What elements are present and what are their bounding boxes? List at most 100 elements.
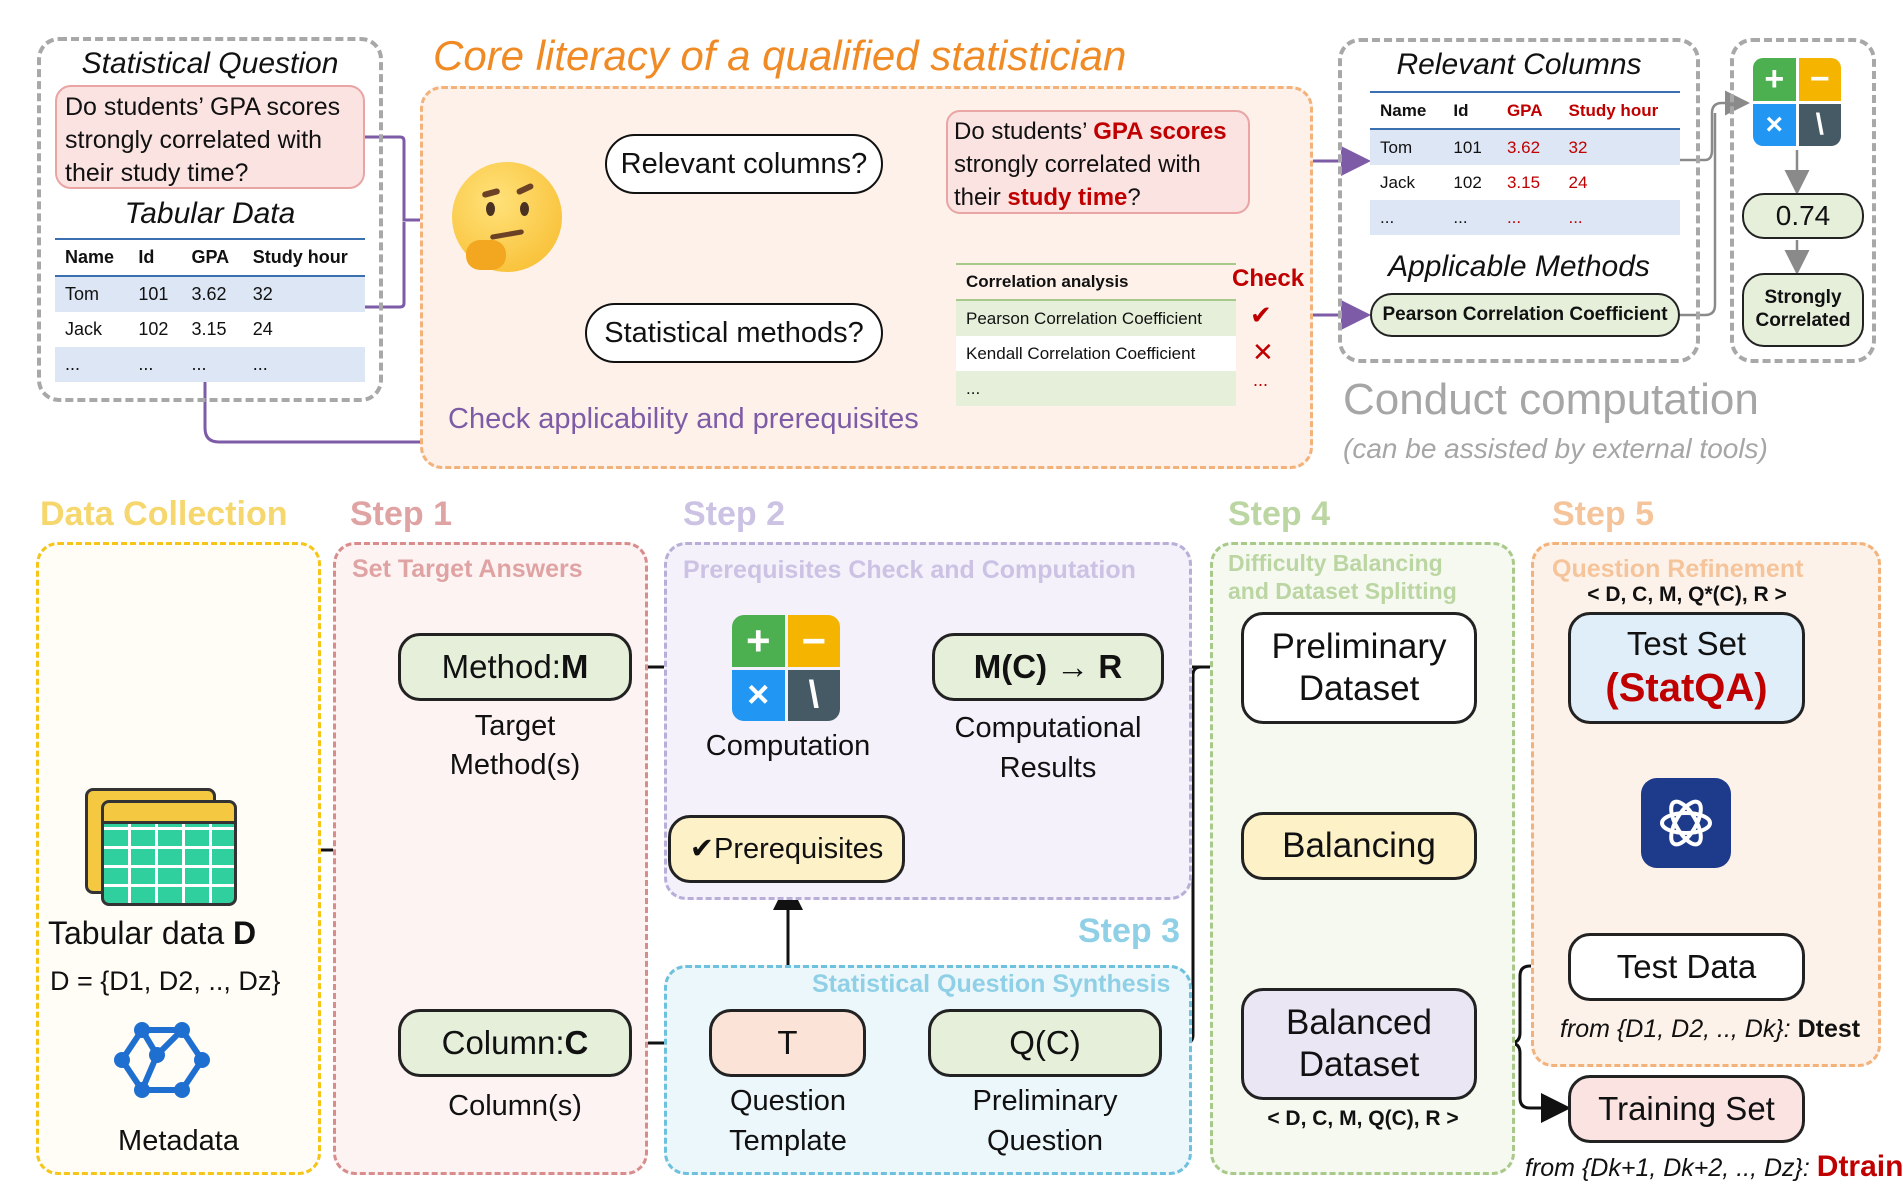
result-value-box: 0.74 (1742, 193, 1864, 239)
step1-subtitle: Set Target Answers (352, 555, 583, 583)
col-header: Name (55, 238, 129, 277)
methods-table: Correlation analysis Pearson Correlation… (956, 263, 1236, 406)
computation-label: Computation (705, 730, 871, 762)
table-cell: ... (1443, 200, 1497, 235)
table-cell: ... (1370, 200, 1444, 235)
data-collection-title: Data Collection (40, 495, 288, 533)
refined-tuple-label: < D, C, M, Q*(C), R > (1587, 583, 1787, 606)
check-applicability-label: Check applicability and prerequisites (448, 403, 919, 435)
table-cell: 101 (1443, 129, 1497, 165)
check-label: Check (1232, 265, 1305, 292)
applicable-method-box: Pearson Correlation Coefficient (1370, 293, 1680, 337)
balancing-box: Balancing (1241, 812, 1477, 880)
qc-box: Q(C) (928, 1009, 1162, 1077)
conduct-computation-subtitle: (can be assisted by external tools) (1343, 433, 1768, 464)
conduct-computation-title: Conduct computation (1343, 375, 1759, 424)
column-box-text: Column: (441, 1024, 565, 1062)
column-box: Column: C (398, 1009, 632, 1077)
core-literacy-title: Core literacy of a qualified statisticia… (433, 32, 1127, 79)
train-from-text: from {Dk+1, Dk+2, .., Dz}: (1525, 1154, 1817, 1182)
template-symbol: T (777, 1024, 798, 1062)
question-line-1: Do students’ GPA scores (65, 93, 341, 121)
question-template-label-1: Question (729, 1085, 847, 1117)
question-text: strongly correlated with (954, 151, 1201, 178)
table-cell: 24 (1568, 172, 1588, 192)
step1-title: Step 1 (350, 495, 453, 533)
result-value: 0.74 (1775, 200, 1831, 232)
result-panel (1730, 38, 1876, 363)
table-cell: 3.15 (1506, 172, 1541, 192)
training-set-box: Training Set (1568, 1075, 1805, 1143)
computation-calculator-icon: + − × \ (732, 615, 840, 721)
step5-title: Step 5 (1552, 495, 1655, 533)
preliminary-question-label-2: Question (986, 1125, 1104, 1157)
column-symbol: C (564, 1024, 589, 1062)
tabular-data-symbol: D (233, 915, 257, 951)
step3-title: Step 3 (1078, 912, 1181, 950)
step5-subtitle: Question Refinement (1552, 555, 1804, 583)
highlighted-question-box: Do students’ GPA scores strongly correla… (946, 110, 1250, 214)
preliminary-dataset-text: Dataset (1298, 669, 1420, 708)
question-text: ? (1127, 184, 1141, 211)
computational-results-label-2: Results (999, 752, 1097, 784)
balanced-dataset-box: Balanced Dataset (1241, 988, 1477, 1100)
step4-subtitle-2: and Dataset Splitting (1228, 578, 1457, 604)
question-text: Do students’ (954, 118, 1094, 145)
balanced-tuple-label: < D, C, M, Q(C), R > (1267, 1107, 1459, 1130)
result-label: Strongly Correlated (1755, 287, 1851, 331)
table-cell: 3.15 (191, 319, 227, 339)
prerequisites-box: ✔Prerequisites (668, 815, 905, 883)
test-from-text: from {D1, D2, .., Dk}: (1560, 1015, 1798, 1043)
table-cell: ... (242, 347, 365, 382)
method-box-text: Method: (441, 648, 561, 686)
col-header: Name (1370, 91, 1444, 130)
col-header: Id (1443, 91, 1497, 130)
tabular-data-title: Tabular Data (124, 197, 296, 230)
statistical-question-title: Statistical Question (81, 47, 339, 80)
table-cell: 32 (1558, 129, 1680, 165)
table-cell: 3.62 (1496, 129, 1559, 165)
highlight-gpa: GPA scores (1093, 118, 1227, 145)
relevant-columns-bubble: Relevant columns? (605, 134, 883, 194)
metadata-label: Metadata (118, 1125, 239, 1157)
method-box: Method: M (398, 633, 632, 701)
table-cell: ... (55, 347, 129, 382)
thinking-face-icon (452, 162, 562, 272)
test-data-box: Test Data (1568, 933, 1805, 1001)
d-test-symbol: Dtest (1797, 1015, 1861, 1043)
columns-label: Column(s) (448, 1090, 582, 1122)
question-line-2: strongly correlated with (65, 126, 323, 154)
table-cell: 102 (1453, 172, 1482, 192)
highlight-study-time: study time (1007, 184, 1128, 211)
balancing-text: Balancing (1282, 826, 1436, 865)
statistical-methods-text: Statistical methods? (604, 316, 864, 349)
statistical-methods-bubble: Statistical methods? (585, 303, 883, 363)
table-row: ............ (1370, 200, 1680, 235)
table-cell: ... (1496, 200, 1559, 235)
method-row: Kendall Correlation Coefficient (956, 336, 1236, 371)
question-template-label-2: Template (729, 1125, 847, 1157)
table-cell: ... (1558, 200, 1680, 235)
qc-text: Q(C) (1009, 1024, 1081, 1062)
balanced-dataset-text: Dataset (1298, 1045, 1420, 1084)
input-panel (37, 37, 383, 402)
train-from-label: from {Dk+1, Dk+2, .., Dz}: Dtrain (1525, 1150, 1903, 1184)
col-header: GPA (1496, 91, 1559, 130)
balanced-dataset-text: Balanced (1286, 1003, 1432, 1042)
cross-mark-icon: ✕ (1252, 337, 1274, 367)
table-cell: 101 (128, 276, 182, 312)
training-set-text: Training Set (1598, 1090, 1775, 1128)
table-cell: Tom (1370, 129, 1444, 165)
step4-subtitle-1: Difficulty Balancing (1228, 550, 1443, 576)
target-methods-label-1: Target (474, 710, 556, 742)
col-header: Id (128, 238, 182, 277)
mc-r-box: M(C) → R (932, 633, 1164, 701)
mc-r-text: M(C) → R (973, 648, 1123, 686)
preliminary-dataset-text: Preliminary (1271, 627, 1447, 666)
table-cell: Jack (65, 319, 103, 339)
d-equation: D = {D1, D2, .., Dz} (50, 966, 281, 996)
computational-results-label-1: Computational (954, 712, 1142, 744)
applicable-methods-title: Applicable Methods (1388, 250, 1650, 283)
